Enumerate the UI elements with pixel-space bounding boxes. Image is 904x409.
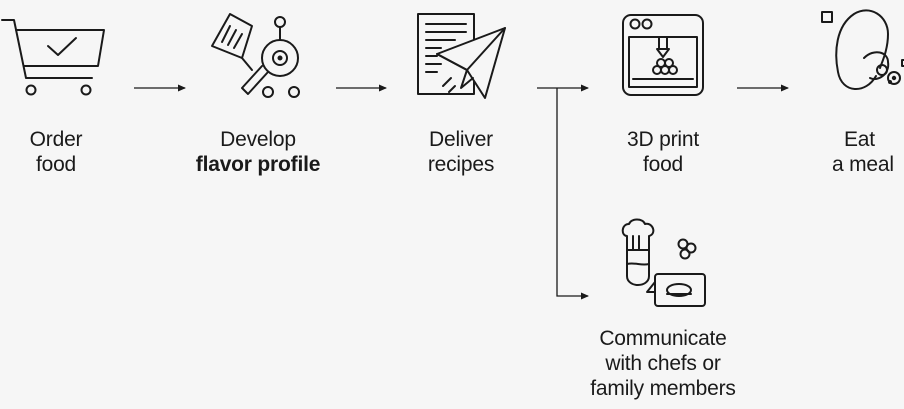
- shopping-cart-icon: [0, 10, 110, 100]
- step-print-label: 3D print food: [598, 127, 728, 177]
- step-deliver-line2: recipes: [427, 153, 495, 176]
- branch-line1: Communicate: [599, 327, 727, 350]
- step-order-line2: food: [35, 153, 77, 176]
- step-deliver-line1: Deliver: [429, 128, 493, 151]
- arrow-deliver-to-communicate: [556, 88, 589, 300]
- 3d-printer-icon: [621, 13, 705, 97]
- step-print-line2: food: [642, 153, 684, 176]
- step-print-line1: 3D print: [627, 128, 699, 151]
- branch-line2: with chefs or: [605, 352, 721, 375]
- chef-chat-icon: [613, 218, 708, 312]
- step-order-food-label: Order food: [0, 127, 112, 177]
- branch-line3: family members: [590, 377, 736, 400]
- step-develop-line2: flavor profile: [195, 153, 321, 176]
- step-develop-line1: Develop: [220, 128, 296, 151]
- step-eat-label: Eat a meal: [822, 127, 904, 177]
- face-eating-icon: [818, 6, 904, 102]
- paper-plane-document-icon: [415, 12, 510, 100]
- step-eat-line1: Eat: [844, 128, 875, 151]
- step-develop-label: Develop flavor profile: [178, 127, 338, 177]
- step-order-line1: Order: [29, 128, 83, 151]
- spatula-magnifier-icon: [208, 12, 303, 104]
- step-deliver-label: Deliver recipes: [396, 127, 526, 177]
- step-eat-line2: a meal: [832, 153, 894, 176]
- branch-communicate-label: Communicate with chefs or family members: [573, 326, 753, 401]
